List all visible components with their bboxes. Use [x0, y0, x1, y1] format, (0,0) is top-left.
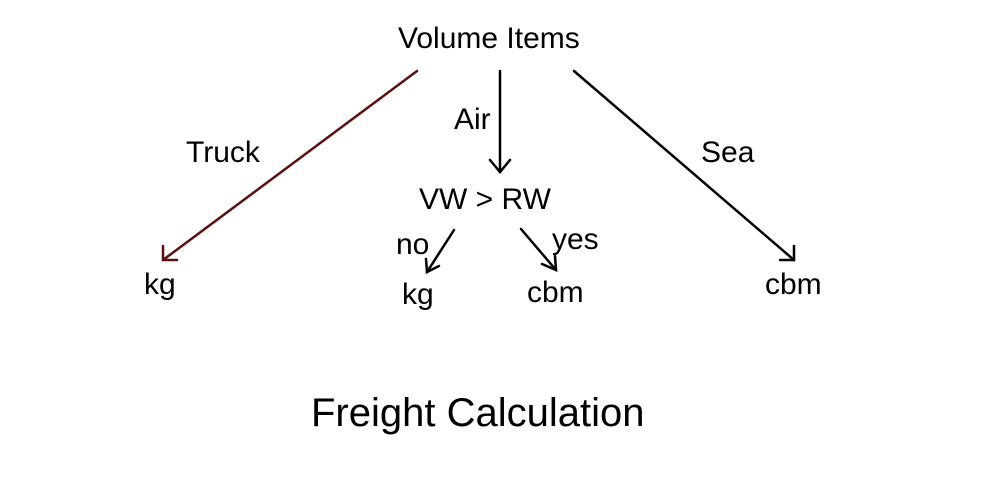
diagram-caption: Freight Calculation [311, 391, 645, 435]
air-no-arrow [424, 228, 456, 274]
truck-result-label: kg [144, 268, 176, 301]
sea-branch-label: Sea [701, 136, 755, 169]
air-yes-result-label: cbm [527, 276, 584, 309]
air-branch-label: Air [454, 103, 491, 136]
sea-arrow [572, 69, 796, 262]
air-no-label: no [396, 228, 430, 261]
root-node-label: Volume Items [398, 22, 580, 55]
truck-branch-label: Truck [186, 136, 260, 169]
truck-arrow [161, 69, 419, 262]
air-condition-label: VW > RW [419, 183, 551, 216]
sea-result-label: cbm [765, 268, 822, 301]
air-no-result-label: kg [402, 278, 434, 311]
air-yes-arrow [519, 227, 558, 272]
air-yes-label: yes [552, 223, 599, 256]
air-arrow [488, 69, 512, 174]
